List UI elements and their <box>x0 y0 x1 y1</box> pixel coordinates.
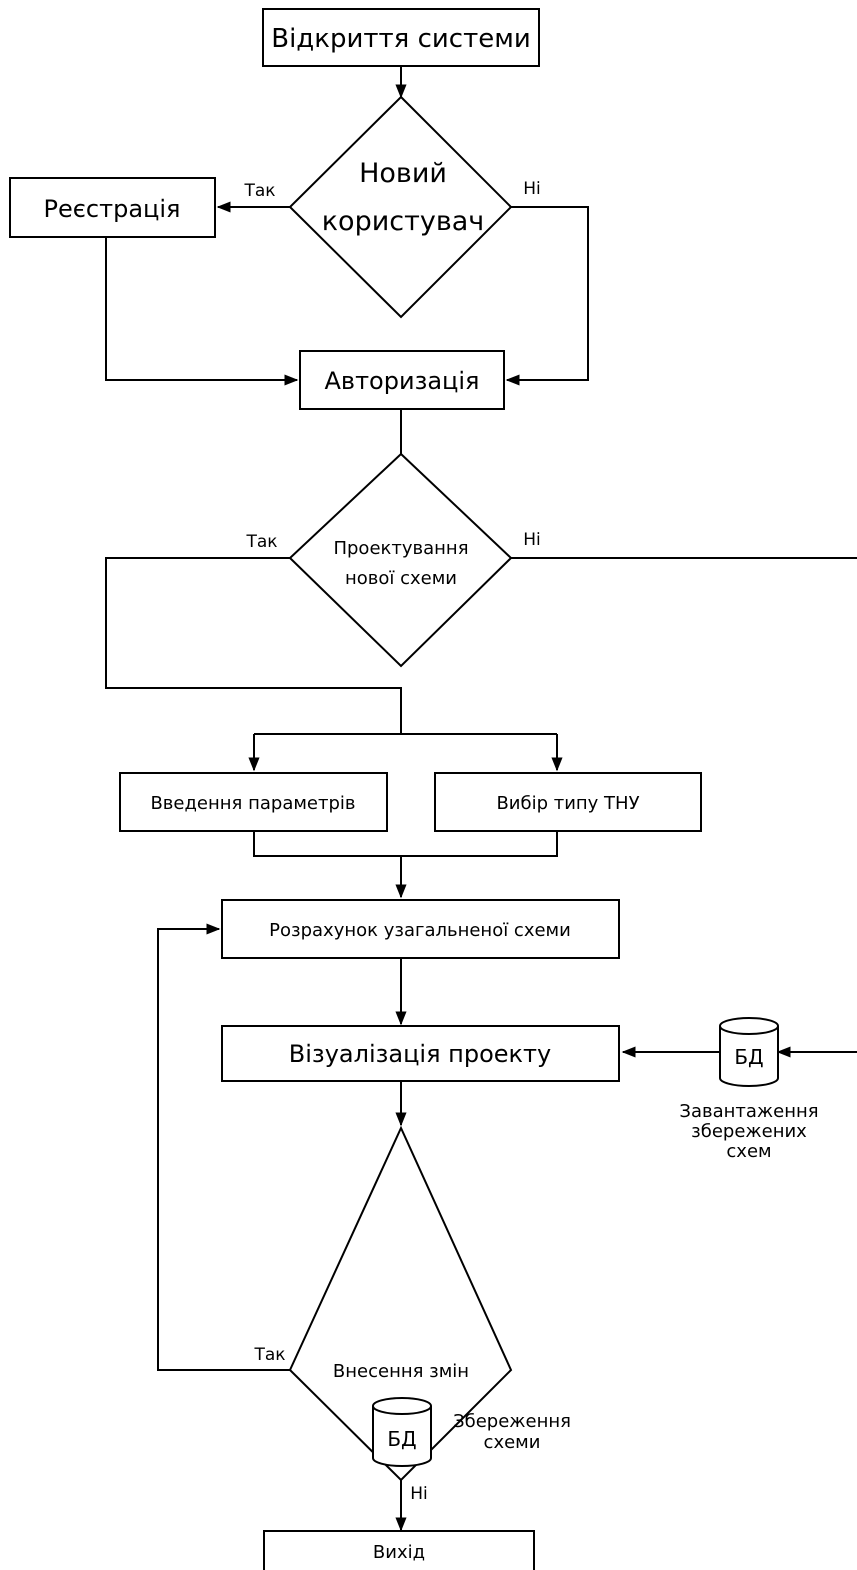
node-input-params: Введення параметрів <box>119 772 388 832</box>
node-start: Відкриття системи <box>262 8 540 67</box>
node-choose-type: Вибір типу ТНУ <box>434 772 702 832</box>
decision-new-user: Новий користувач Так Ні <box>243 95 541 319</box>
new-user-diamond <box>288 95 513 319</box>
edge-registration-to-authorization <box>105 237 299 386</box>
choose-type-box <box>434 772 702 832</box>
design-new-label-line1: Проектування <box>333 538 468 559</box>
decision-changes: Внесення змін Так Ні <box>253 1125 513 1504</box>
edge-design-yes <box>105 557 402 734</box>
node-calc: Розрахунок узагальненої схеми <box>221 899 620 959</box>
start-box <box>262 8 540 67</box>
edge-new-user-to-authorization <box>505 206 589 386</box>
registration-box <box>9 177 216 238</box>
db-save: БД Збереження схеми <box>372 1397 571 1467</box>
choose-type-label: Вибір типу ТНУ <box>496 793 639 814</box>
db-save-label: БД <box>387 1427 416 1451</box>
db-save-caption-line1: Збереження <box>453 1411 571 1432</box>
db-load-top <box>719 1017 779 1035</box>
node-authorization: Авторизація <box>299 350 505 410</box>
input-params-box <box>119 772 388 832</box>
db-load-caption-line3: схем <box>726 1141 771 1162</box>
changes-diamond <box>288 1125 513 1482</box>
design-new-yes-label: Так <box>245 532 277 552</box>
calc-label: Розрахунок узагальненої схеми <box>269 920 571 941</box>
decision-design-new: Проектування нової схеми Так Ні <box>245 452 541 668</box>
start-label: Відкриття системи <box>271 24 530 54</box>
changes-label: Внесення змін <box>333 1361 469 1382</box>
visualize-box <box>221 1025 620 1082</box>
db-save-body <box>372 1406 432 1467</box>
design-new-label-line2: нової схеми <box>345 568 457 589</box>
new-user-no-label: Ні <box>523 179 541 199</box>
node-exit: Вихід <box>263 1530 535 1570</box>
calc-box <box>221 899 620 959</box>
db-load-body <box>719 1026 779 1087</box>
db-save-top <box>372 1397 432 1415</box>
db-load-caption-line2: збережених <box>691 1121 807 1142</box>
node-registration: Реєстрація <box>9 177 216 238</box>
new-user-label-line1: Новий <box>359 158 447 189</box>
design-new-diamond <box>288 452 513 668</box>
design-new-no-label: Ні <box>523 530 541 550</box>
exit-box <box>263 1530 535 1570</box>
db-load-caption-line1: Завантаження <box>679 1101 818 1122</box>
authorization-box <box>299 350 505 410</box>
db-save-caption-line2: схеми <box>484 1432 541 1453</box>
node-visualize: Візуалізація проекту <box>221 1025 620 1082</box>
db-load-label: БД <box>734 1045 763 1069</box>
edge-merge-bar <box>253 831 558 857</box>
changes-yes-label: Так <box>253 1345 285 1365</box>
exit-label: Вихід <box>373 1542 425 1563</box>
edge-changes-yes-to-calc <box>157 923 290 1371</box>
visualize-label: Візуалізація проекту <box>289 1040 551 1068</box>
registration-label: Реєстрація <box>44 195 181 223</box>
new-user-yes-label: Так <box>243 181 275 201</box>
new-user-label-line2: користувач <box>322 206 484 237</box>
changes-no-label: Ні <box>410 1484 428 1504</box>
input-params-label: Введення параметрів <box>150 793 355 814</box>
db-load: БД Завантаження збережених схем <box>679 1017 819 1162</box>
authorization-label: Авторизація <box>325 367 480 395</box>
